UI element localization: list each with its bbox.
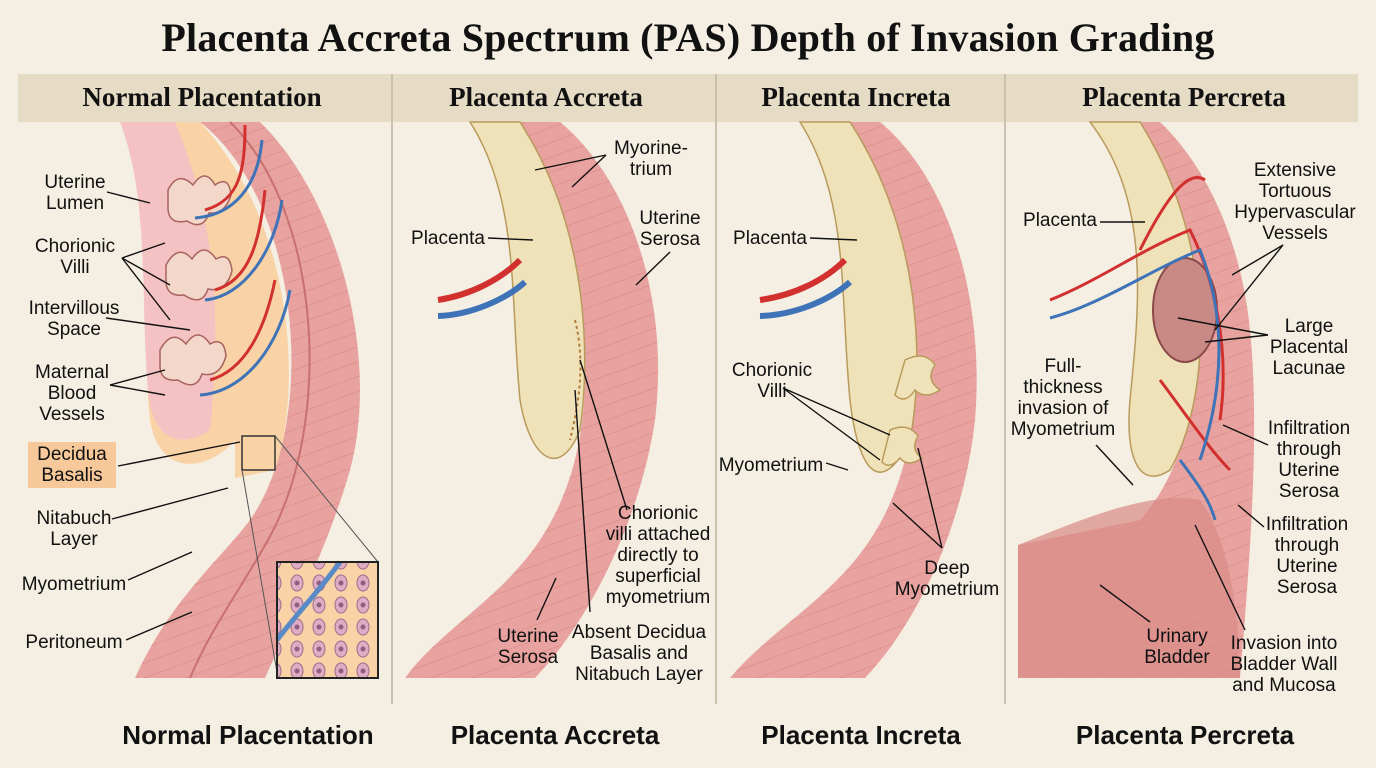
- panel-heading-accreta: Placenta Accreta: [449, 82, 643, 112]
- label-infiltration-serosa-2: Infiltration through Uterine Serosa: [1265, 514, 1349, 598]
- normal-placentation-illustration: [120, 121, 379, 679]
- label-placenta-accreta: Placenta: [411, 228, 485, 249]
- label-uterine-serosa-top: Uterine Serosa: [639, 208, 701, 250]
- panel-heading-increta: Placenta Increta: [761, 82, 951, 112]
- label-villi-attached: Chorionic villi attached directly to sup…: [605, 503, 711, 608]
- label-uterine-lumen: Uterine Lumen: [44, 172, 106, 214]
- label-intervillous-space: Intervillous Space: [28, 298, 120, 340]
- label-placenta-percreta: Placenta: [1023, 210, 1097, 231]
- urinary-bladder-shape: [1018, 498, 1240, 678]
- caption-accreta: Placenta Accreta: [450, 720, 660, 750]
- caption-normal: Normal Placentation: [122, 720, 374, 750]
- label-urinary-bladder: Urinary Bladder: [1144, 626, 1210, 668]
- panel-divider: [715, 74, 717, 704]
- panel-divider: [391, 74, 393, 704]
- label-decidua-basalis: Decidua Basalis: [28, 442, 116, 488]
- label-myometrium-increta: Myometrium: [718, 455, 824, 476]
- label-chorionic-villi: Chorionic Villi: [34, 236, 116, 278]
- label-uterine-serosa-bottom: Uterine Serosa: [497, 626, 559, 668]
- panel-header-band: [18, 74, 1358, 122]
- page-title: Placenta Accreta Spectrum (PAS) Depth of…: [161, 15, 1215, 60]
- label-full-thickness: Full- thickness invasion of Myometrium: [1010, 356, 1116, 440]
- label-myometrium-accreta: Myorine- trium: [614, 138, 688, 180]
- placenta-percreta-illustration: [1018, 121, 1255, 678]
- panel-heading-percreta: Placenta Percreta: [1082, 82, 1286, 112]
- label-infiltration-serosa-1: Infiltration through Uterine Serosa: [1267, 418, 1351, 502]
- label-peritoneum: Peritoneum: [25, 632, 123, 653]
- placenta-increta-illustration: [730, 121, 977, 678]
- label-myometrium: Myometrium: [21, 574, 127, 595]
- label-absent-decidua: Absent Decidua Basalis and Nitabuch Laye…: [571, 622, 707, 685]
- label-extensive-vessels: Extensive Tortuous Hypervascular Vessels: [1234, 160, 1356, 244]
- leader-lines: [105, 154, 1284, 641]
- label-placenta-increta: Placenta: [733, 228, 807, 249]
- label-maternal-blood-vessels: Maternal Blood Vessels: [35, 362, 109, 425]
- label-chorionic-villi-increta: Chorionic Villi: [731, 360, 813, 402]
- highlight-badge: Decidua Basalis: [28, 442, 116, 488]
- caption-percreta: Placenta Percreta: [1075, 720, 1295, 750]
- label-bladder-invasion: Invasion into Bladder Wall and Mucosa: [1230, 633, 1338, 696]
- panel-divider: [1004, 74, 1006, 704]
- panel-heading-normal: Normal Placentation: [82, 82, 322, 112]
- label-deep-myometrium: Deep Myometrium: [894, 558, 1000, 600]
- caption-increta: Placenta Increta: [761, 720, 961, 750]
- label-large-lacunae: Large Placental Lacunae: [1269, 316, 1349, 379]
- label-nitabuch-layer: Nitabuch Layer: [36, 508, 112, 550]
- placenta-accreta-illustration: [405, 121, 659, 678]
